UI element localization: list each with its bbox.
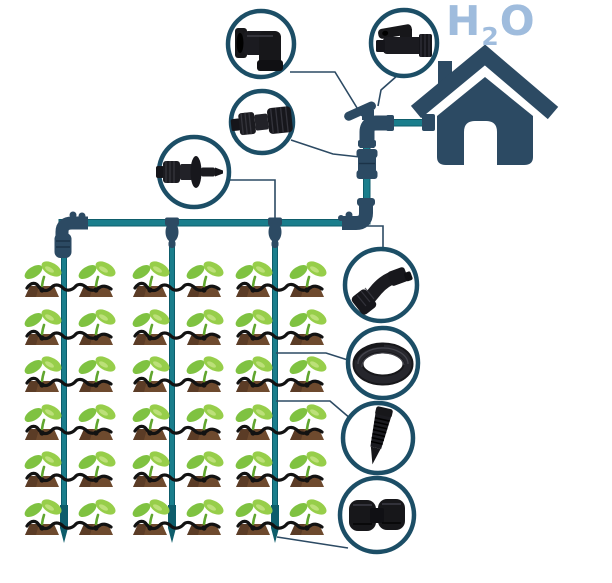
- h2o-sub: 2: [481, 22, 500, 51]
- callout-line: [290, 71, 363, 117]
- callout-line: [276, 400, 352, 420]
- emitter-dot: [250, 382, 256, 388]
- emitter-dot: [147, 287, 153, 293]
- callout-elbow-fitting: [225, 8, 297, 80]
- tee-fitting: [165, 217, 179, 248]
- callout-line: [276, 352, 352, 362]
- emitter-dot: [93, 382, 99, 388]
- emitter-dot: [147, 335, 153, 341]
- callout-compression-coupler: [228, 88, 296, 156]
- emitter-dot: [250, 287, 256, 293]
- emitter-dot: [39, 430, 45, 436]
- callout-line: [377, 74, 399, 107]
- emitter-dot: [93, 335, 99, 341]
- riser-coupler-fitting: [356, 149, 378, 179]
- emitter-dot: [39, 287, 45, 293]
- emitter-dot: [201, 335, 207, 341]
- emitter-dot: [147, 382, 153, 388]
- h2o-h: H: [446, 0, 482, 45]
- door: [464, 121, 497, 165]
- callout-compression-elbow: [342, 246, 417, 324]
- emitter-dot: [250, 430, 256, 436]
- drip-line: [169, 224, 175, 509]
- emitter-dot: [93, 287, 99, 293]
- emitter-dot: [201, 525, 207, 531]
- emitter-dot: [39, 382, 45, 388]
- house-inlet-fitting: [422, 114, 435, 131]
- emitter-dot: [147, 525, 153, 531]
- emitter-dot: [250, 477, 256, 483]
- emitter-dot: [201, 477, 207, 483]
- left-elbow-fitting: [54, 211, 88, 258]
- drip-line: [61, 224, 67, 509]
- emitter-dot: [304, 525, 310, 531]
- emitter-dot: [250, 525, 256, 531]
- callout-line: [229, 179, 276, 218]
- callout-lines: [229, 71, 399, 549]
- pipe-fittings: [54, 101, 435, 258]
- emitter-dot: [304, 430, 310, 436]
- callout-line: [276, 536, 349, 549]
- callout-inline-dripper: [155, 134, 232, 210]
- emitter-dot: [39, 525, 45, 531]
- callout-tubing-coil: [345, 325, 421, 401]
- callout-spike-dripper: [340, 400, 416, 476]
- emitter-dot: [39, 335, 45, 341]
- emitter-dot: [201, 287, 207, 293]
- emitter-dot: [93, 525, 99, 531]
- h2o-o: O: [499, 0, 536, 45]
- drip-line-stake: [168, 505, 176, 543]
- drip-lines-and-plants: [20, 217, 331, 543]
- callout-water-valve: [368, 7, 440, 79]
- callout-end-clamp: [337, 475, 417, 555]
- emitter-dot: [93, 477, 99, 483]
- emitter-dot: [147, 430, 153, 436]
- component-callouts: [155, 7, 440, 555]
- corner-valve-fitting: [344, 101, 394, 148]
- tee-fitting: [268, 217, 282, 248]
- emitter-dot: [250, 335, 256, 341]
- drip-line: [272, 224, 278, 509]
- roof: [410, 44, 559, 120]
- emitter-dot: [93, 430, 99, 436]
- main-distribution-pipe: [58, 219, 364, 227]
- emitter-dot: [201, 382, 207, 388]
- drip-line-stake: [271, 505, 279, 543]
- emitter-dot: [304, 335, 310, 341]
- emitter-dot: [147, 477, 153, 483]
- emitter-dot: [304, 382, 310, 388]
- emitter-dot: [304, 287, 310, 293]
- emitter-dot: [39, 477, 45, 483]
- callout-line: [290, 139, 361, 158]
- house-icon: [410, 44, 559, 165]
- drip-line-stake: [60, 505, 68, 543]
- emitter-dot: [201, 430, 207, 436]
- callout-line: [367, 225, 384, 250]
- emitter-dot: [304, 477, 310, 483]
- corner-elbow-fitting: [338, 198, 375, 230]
- h2o-label: H2O: [446, 0, 536, 51]
